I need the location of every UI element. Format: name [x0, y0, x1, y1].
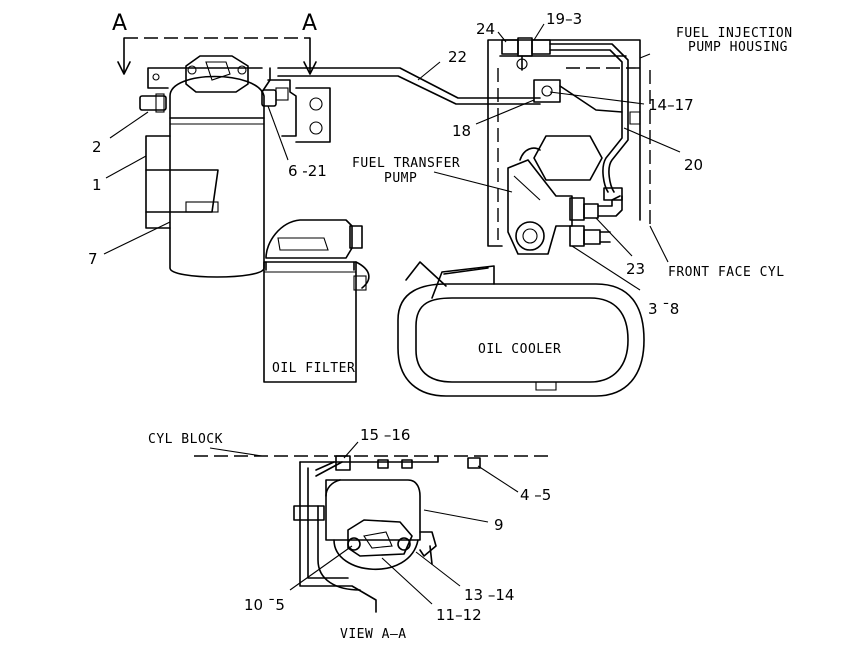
callout-14-17: 14–17 — [648, 96, 694, 114]
fuel-filter-assembly — [139, 55, 331, 278]
label-cyl-block: CYL BLOCK — [148, 432, 223, 447]
callout-20: 20 — [684, 156, 703, 174]
label-fuel-transfer: FUEL TRANSFER — [352, 156, 460, 171]
callout-7: 7 — [88, 250, 98, 268]
callout-2: 2 — [92, 138, 102, 156]
callout-24: 24 — [476, 20, 495, 38]
callout-23: 23 — [626, 260, 645, 278]
callout-3-8: 3 ˉ8 — [648, 300, 679, 318]
callout-15-16: 15 –16 — [360, 426, 410, 444]
callout-1: 1 — [92, 176, 102, 194]
callout-4-5: 4 –5 — [520, 486, 551, 504]
label-pump-housing: PUMP HOUSING — [688, 40, 788, 55]
callout-13-14: 13 –14 — [464, 586, 514, 604]
leader-lines — [103, 23, 681, 605]
oil-filter — [263, 219, 370, 383]
oil-filter-label: OIL FILTER — [272, 361, 355, 376]
callout-10-5: 10 ˉ5 — [244, 596, 285, 614]
section-marker-right: A — [302, 11, 317, 36]
callout-22: 22 — [448, 48, 467, 66]
callout-9: 9 — [494, 516, 504, 534]
oil-cooler — [397, 261, 645, 397]
callout-19-3: 19–3 — [546, 10, 582, 28]
label-pump: PUMP — [384, 171, 417, 186]
section-marker-left: A — [112, 11, 127, 36]
callout-11-12: 11–12 — [436, 606, 482, 624]
section-line — [117, 37, 317, 75]
label-view-aa: VIEW A–A — [340, 627, 407, 642]
callout-6-21: 6 -21 — [288, 162, 327, 180]
label-fuel-injection: FUEL INJECTION — [676, 26, 793, 41]
view-aa — [194, 455, 550, 613]
injection-pump-housing — [487, 37, 651, 255]
oil-cooler-label: OIL COOLER — [478, 342, 561, 357]
fuel-line-22 — [277, 67, 541, 99]
label-front-face-cyl: FRONT FACE CYL — [668, 265, 785, 280]
callout-18: 18 — [452, 122, 471, 140]
